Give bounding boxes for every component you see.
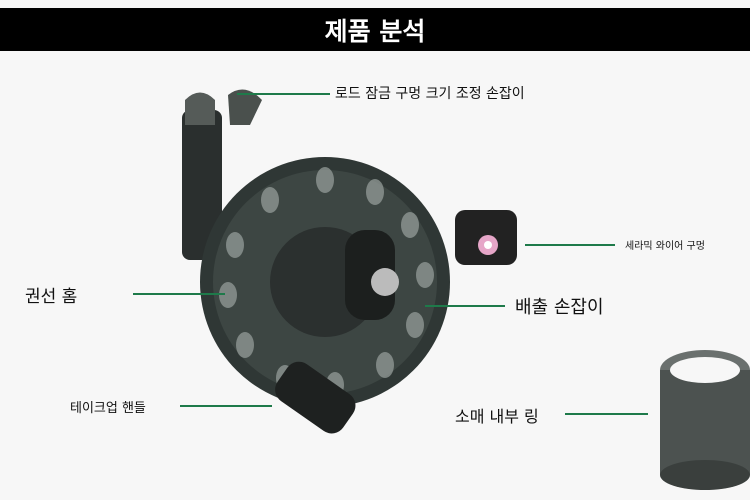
- label-takeup-handle: 테이크업 핸들: [70, 401, 146, 416]
- takeup-handle: [275, 361, 356, 434]
- title-banner: 제품 분석: [0, 8, 750, 51]
- page-title: 제품 분석: [324, 16, 426, 46]
- rod-mount: [182, 89, 262, 260]
- reel-spool: [200, 157, 450, 407]
- leader-line: [133, 293, 225, 295]
- leader-line: [565, 413, 648, 415]
- label-winding-groove: 권선 홈: [25, 287, 78, 307]
- label-ceramic-guide: 세라믹 와이어 구멍: [625, 241, 705, 252]
- label-rod-lock-knob: 로드 잠금 구멍 크기 조정 손잡이: [335, 86, 525, 102]
- leader-line: [425, 305, 505, 307]
- label-drain-knob: 배출 손잡이: [515, 297, 604, 318]
- leader-line: [525, 244, 615, 246]
- sleeve-ring: [660, 350, 750, 490]
- ceramic-guide-arm: [455, 210, 517, 265]
- leader-line: [237, 93, 330, 95]
- label-sleeve-ring: 소매 내부 링: [455, 407, 539, 426]
- leader-line: [180, 405, 272, 407]
